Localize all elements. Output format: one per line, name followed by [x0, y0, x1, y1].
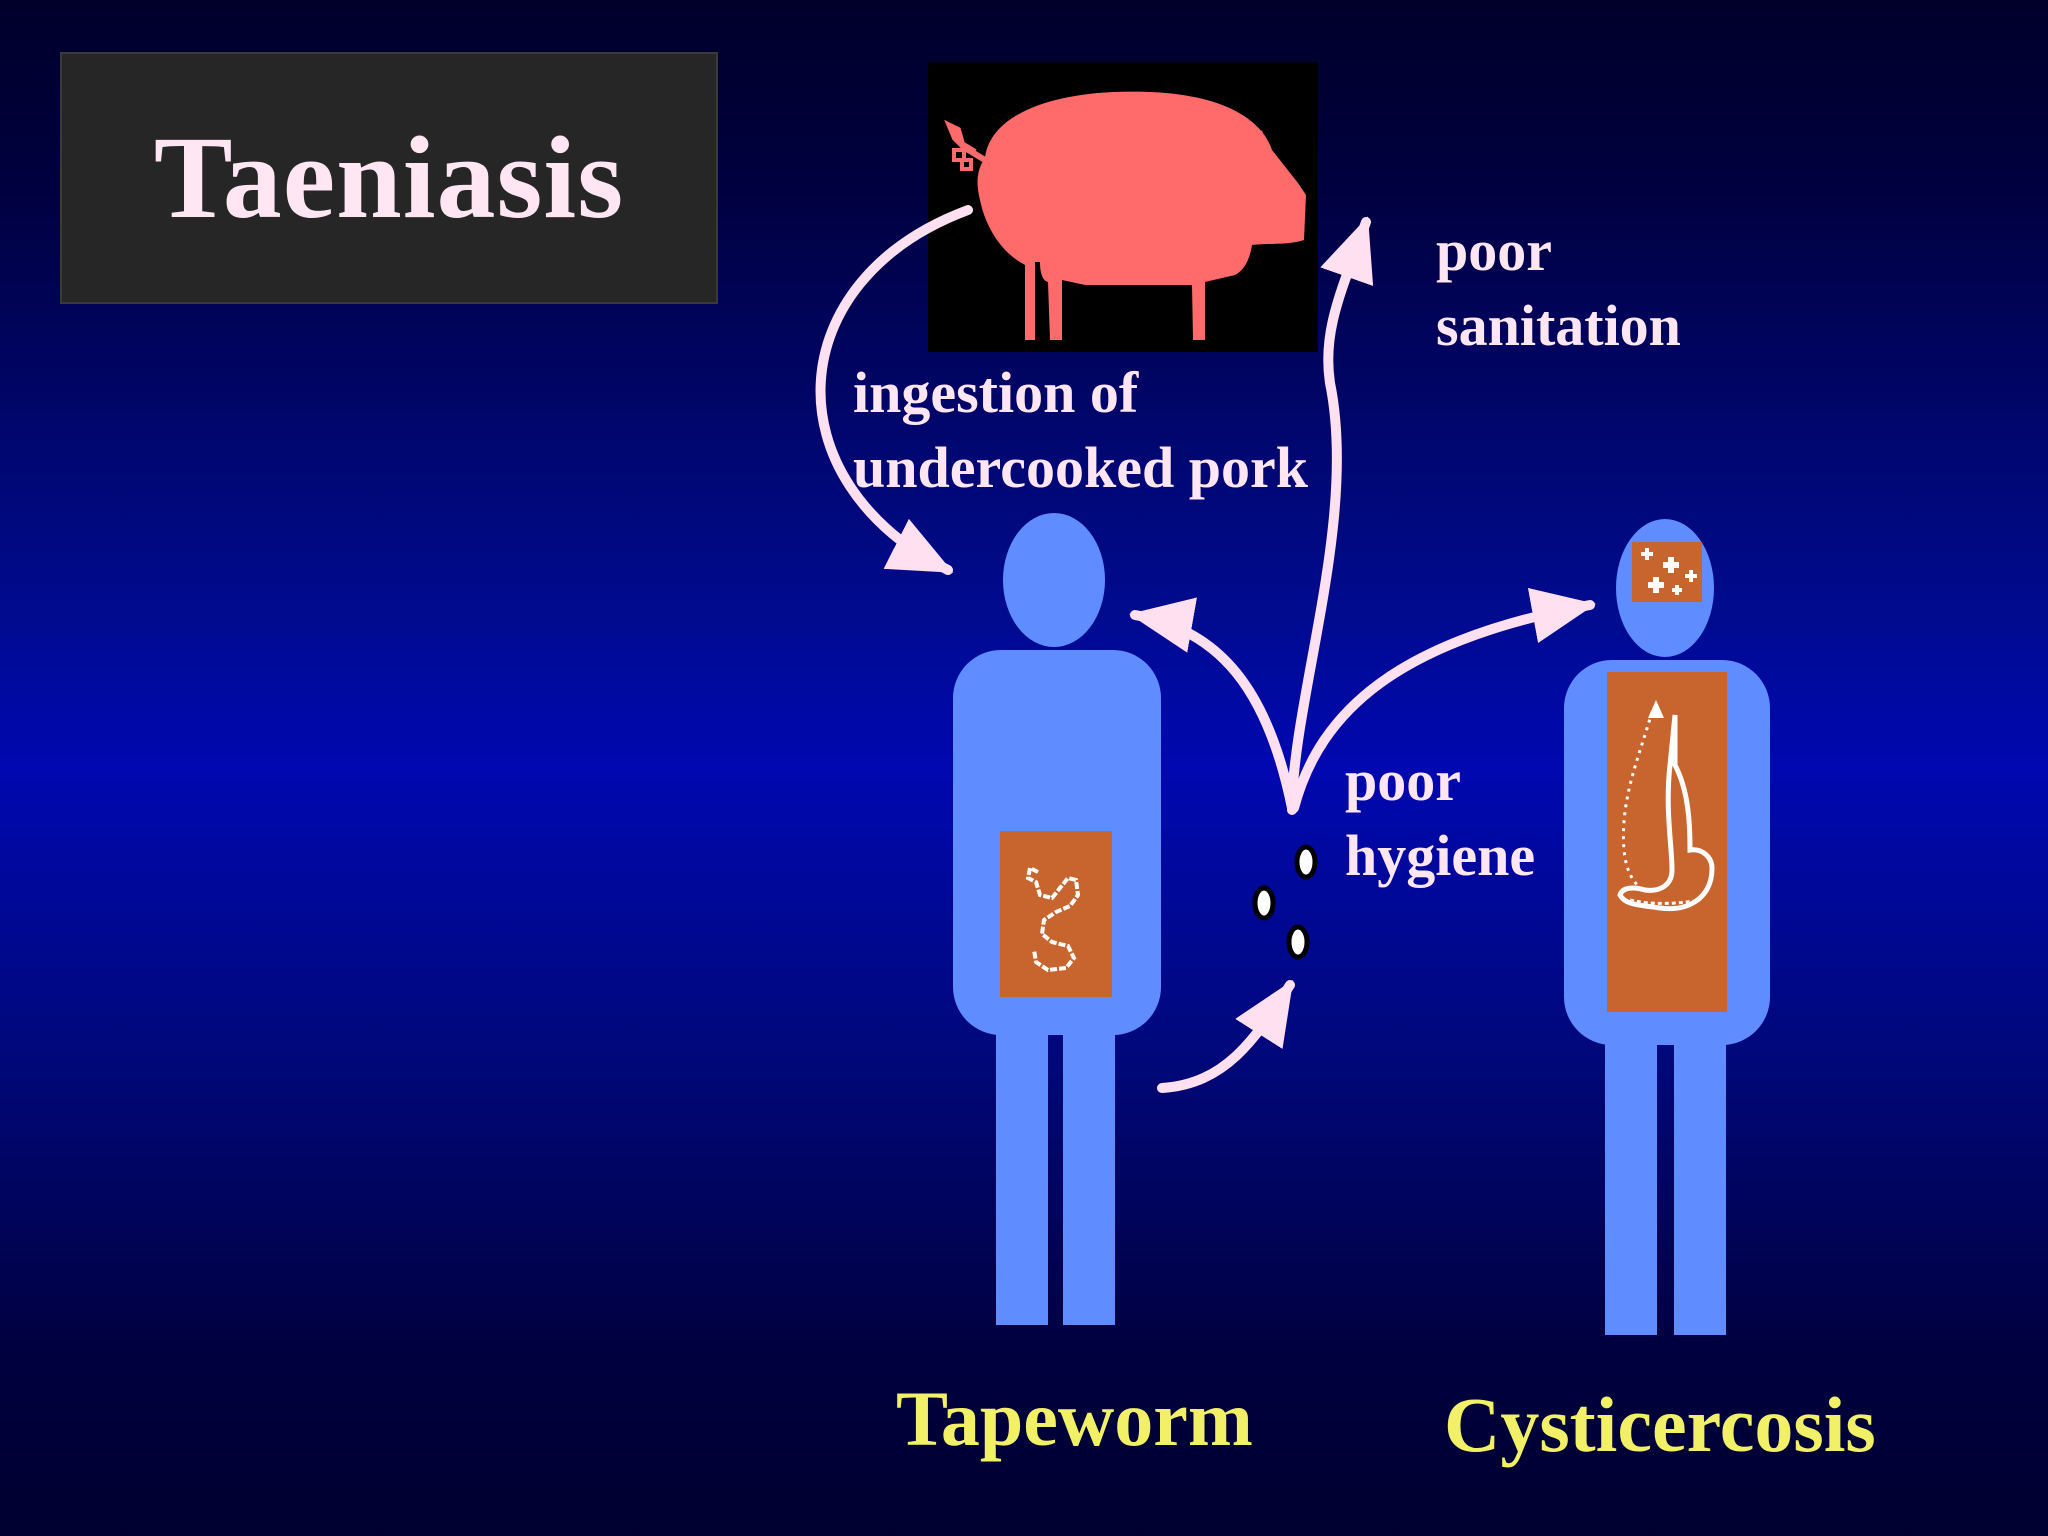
tapeworm-host-figure — [953, 513, 1161, 1325]
sanitation-line-1: poor — [1436, 218, 1552, 283]
egg-icons — [1252, 844, 1318, 960]
hygiene-line-2: hygiene — [1345, 823, 1536, 888]
torso-organ — [1607, 672, 1727, 1012]
ingestion-line-2: undercooked pork — [853, 435, 1308, 500]
arrow-eggs-to-host — [1129, 597, 1297, 813]
hygiene-line-1: poor — [1345, 748, 1461, 813]
sanitation-line-2: sanitation — [1436, 293, 1681, 358]
stomach-icon — [1617, 714, 1715, 912]
title-box: Taeniasis — [60, 52, 718, 304]
slide-title: Taeniasis — [153, 112, 625, 243]
cysticercosis-figure — [1564, 519, 1770, 1335]
tapeworm-caption: Tapeworm — [896, 1375, 1253, 1462]
cyst-icons — [1641, 548, 1697, 595]
pig-icon — [928, 62, 1318, 352]
ingestion-line-1: ingestion of — [853, 360, 1139, 425]
arrow-eggs-to-pig — [1287, 216, 1374, 815]
tapeworm-icon — [1025, 865, 1081, 973]
arrow-pig-to-host — [815, 205, 973, 575]
arrow-eggs-to-cysticercosis — [1289, 587, 1596, 813]
sanitation-label: poor sanitation — [1436, 213, 1681, 363]
ingestion-label: ingestion of undercooked pork — [853, 355, 1308, 505]
arrow-host-to-eggs — [1157, 979, 1295, 1093]
cysticercosis-caption: Cysticercosis — [1444, 1381, 1876, 1468]
hygiene-label: poor hygiene — [1345, 743, 1535, 893]
